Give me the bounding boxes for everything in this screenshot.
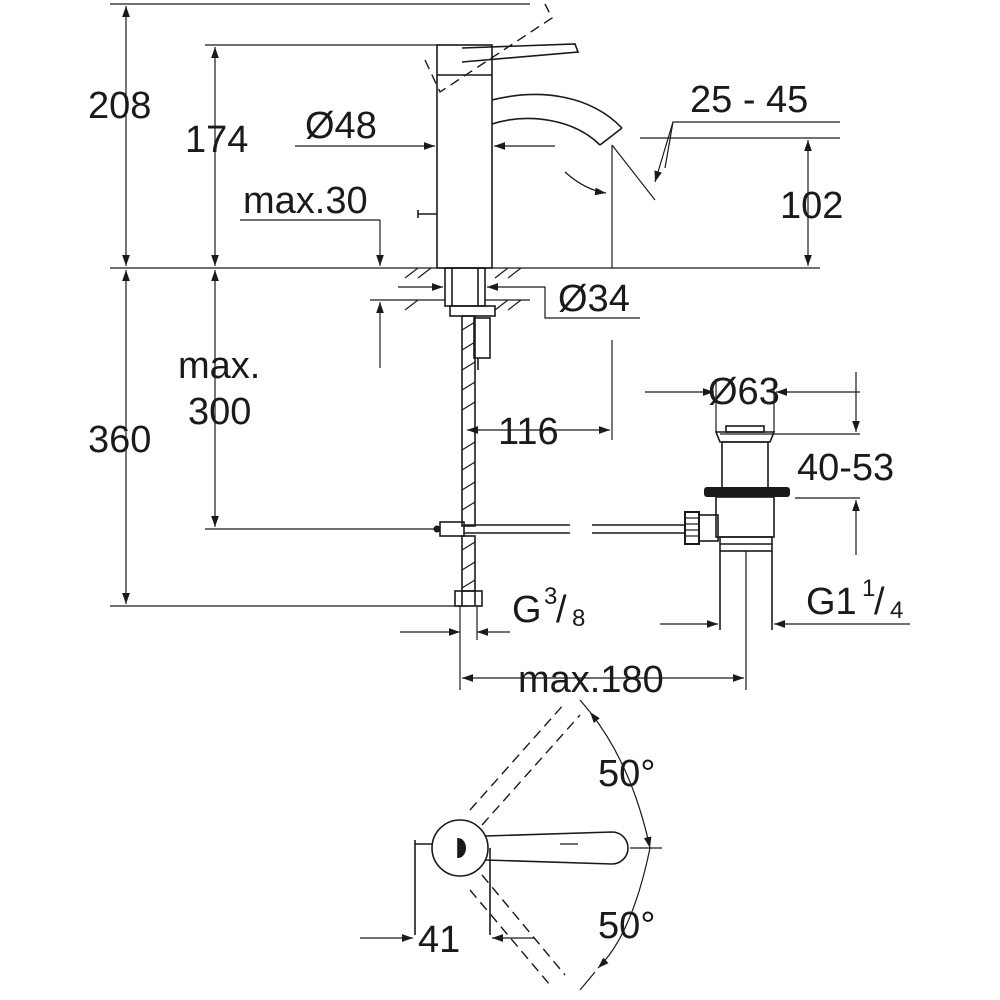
label-40-53: 40-53 [797,447,894,489]
faucet-lever-raised [424,3,553,94]
faucet-lever-top [484,831,629,865]
dimension-lines [122,5,910,690]
label-angle-top: 50° [598,753,655,795]
label-208: 208 [88,85,151,127]
label-max-180: max.180 [518,659,664,701]
label-102: 102 [780,185,843,227]
faucet-lever [461,43,580,63]
label-max-300-line2: 300 [188,391,251,433]
counter-hatch [370,267,530,311]
label-diameter-34: Ø34 [558,278,630,320]
label-diameter-63: Ø63 [708,371,780,413]
label-diameter-48: Ø48 [305,105,377,147]
faucet-top-view [360,699,662,991]
label-max-300-line1: max. [178,345,260,387]
label-hose-thread-den: 8 [572,605,585,632]
flexible-hose [454,315,483,607]
dimension-labels: 208 174 Ø48 25 - 45 102 max.30 Ø34 max. … [88,79,903,961]
label-360: 360 [88,419,151,461]
faucet-body [436,44,493,269]
faucet-front-view [110,3,820,607]
label-116: 116 [498,411,559,453]
label-angle-bottom: 50° [598,905,655,947]
label-hose-thread-num: 3 [544,583,557,610]
waste-assembly [684,425,860,630]
label-max-30: max.30 [243,180,368,222]
label-waste-thread-den: 4 [890,597,903,624]
label-waste-thread-slash: / [874,581,885,623]
label-waste-thread: G1 [806,581,857,623]
label-hose-thread-slash: / [556,589,567,631]
label-waste-thread-num: 1 [862,575,875,602]
label-spout-angle: 25 - 45 [690,79,808,121]
waste-nut [704,487,790,497]
label-41: 41 [418,919,460,961]
label-174: 174 [185,119,248,161]
label-hose-thread: G [512,589,542,631]
faucet-body-top [431,819,489,877]
faucet-spout [491,93,623,129]
